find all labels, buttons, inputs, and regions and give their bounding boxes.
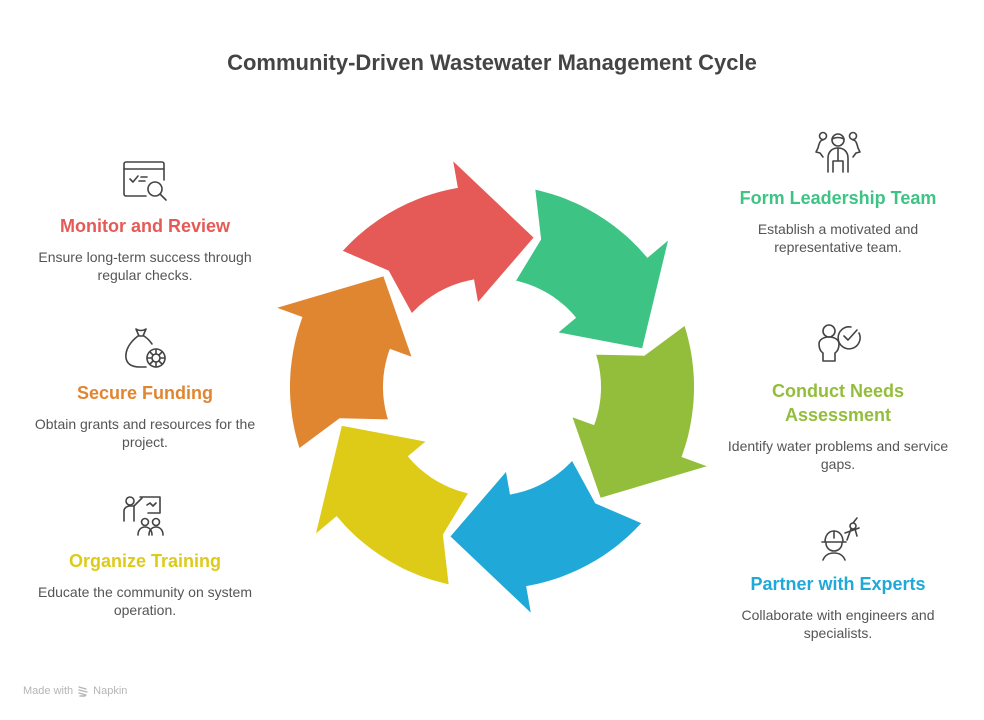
engineer-compass-icon [821,517,860,561]
step-form-leadership-team: Form Leadership Team Establish a motivat… [718,130,958,256]
diagram-title: Community-Driven Wastewater Management C… [227,50,757,75]
step-description: Establish a motivated and representative… [757,221,919,255]
step-heading: Secure Funding [76,383,213,403]
step-description: Collaborate with engineers and specialis… [741,607,935,641]
cycle-arrow-form-leadership-team [512,187,672,351]
step-heading: Monitor and Review [59,216,230,236]
step-heading: Partner with Experts [750,574,926,594]
step-description: Obtain grants and resources for the proj… [34,416,256,450]
step-description: Ensure long-term success through regular… [38,249,252,283]
step-heading: Form Leadership Team [739,188,937,208]
footer-prefix: Made with [23,685,74,697]
step-secure-funding: Secure Funding Obtain grants and resourc… [25,325,265,451]
cycle-arrow-conduct-needs-assessment [569,322,714,501]
checklist-search-icon [123,161,167,201]
step-description: Identify water problems and service gaps… [727,438,949,472]
step-monitor-and-review: Monitor and Review Ensure long-term succ… [25,158,265,284]
napkin-logo-icon [78,686,88,697]
person-check-icon [818,324,861,362]
cycle-arrow-organize-training [312,423,472,587]
footer-watermark[interactable]: Made with Napkin [23,685,127,697]
team-icon [815,131,861,173]
step-heading: Conduct Needs Assessment [771,381,904,425]
money-bag-icon [125,328,166,368]
step-partner-with-experts: Partner with Experts Collaborate with en… [718,516,958,642]
step-conduct-needs-assessment: Conduct Needs Assessment Identify water … [718,323,958,473]
step-description: Educate the community on system operatio… [38,584,252,618]
cycle-arrow-secure-funding [270,273,415,452]
footer-brand: Napkin [93,685,128,697]
cycle-arrow-monitor-and-review [339,155,537,317]
step-heading: Organize Training [68,551,222,571]
trainer-audience-icon [123,496,164,536]
step-organize-training: Organize Training Educate the community … [25,493,265,619]
cycle-arrow-partner-with-experts [447,457,645,619]
